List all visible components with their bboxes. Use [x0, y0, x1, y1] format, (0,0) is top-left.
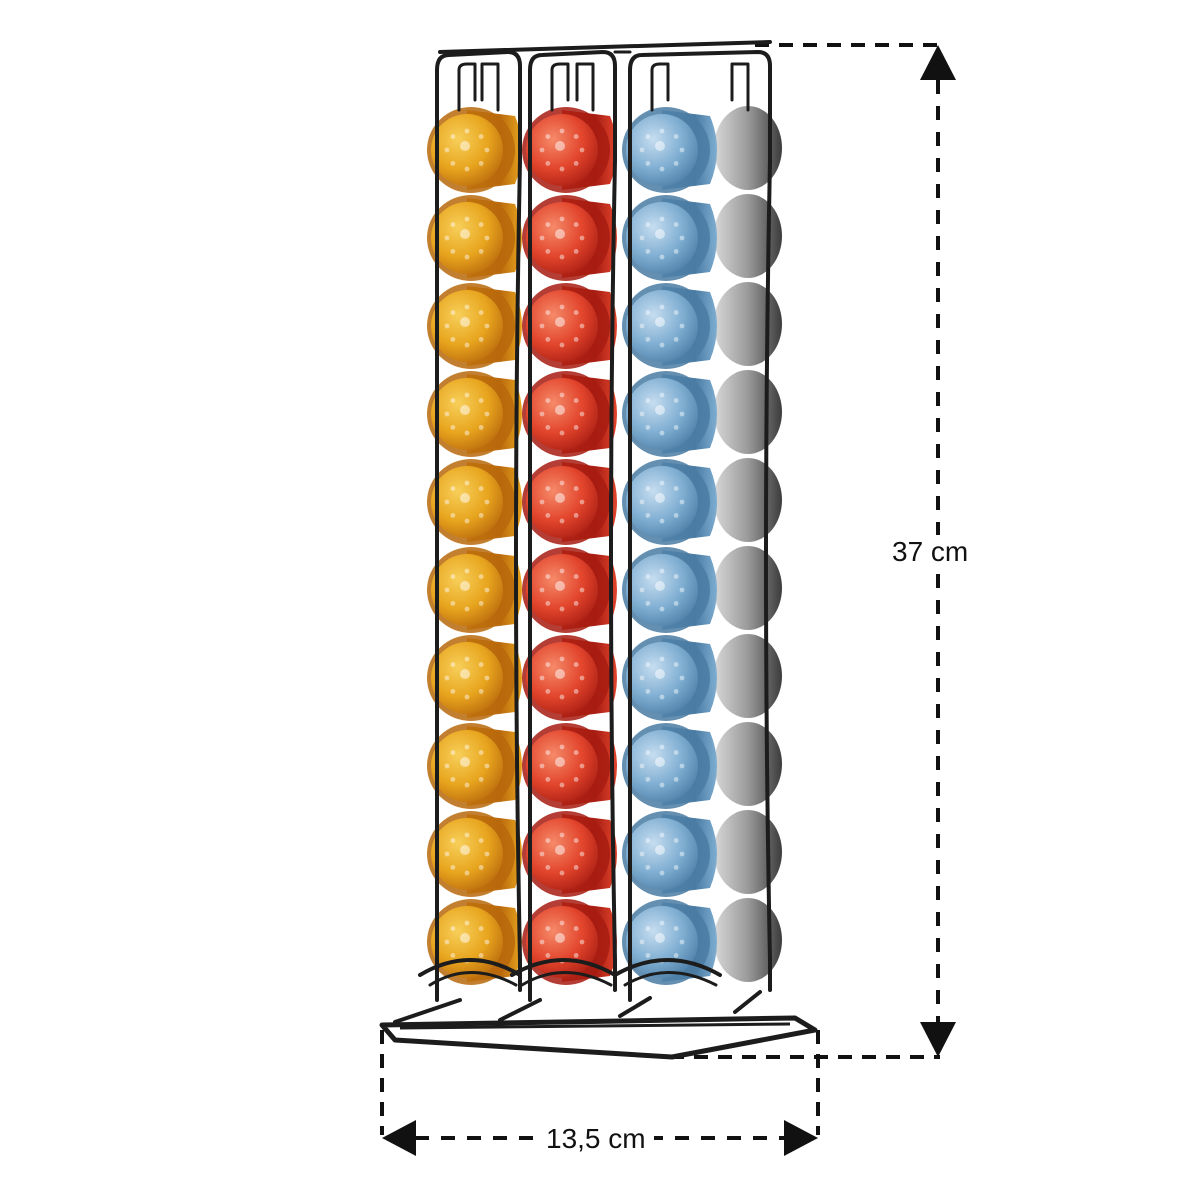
back-capsule — [714, 898, 782, 982]
capsule — [522, 635, 617, 721]
back-capsule — [714, 106, 782, 190]
capsule — [427, 547, 522, 633]
back-capsule — [714, 458, 782, 542]
capsule — [622, 547, 717, 633]
capsule — [522, 459, 617, 545]
capsule — [522, 107, 617, 193]
capsule — [522, 547, 617, 633]
frame-wire — [480, 62, 500, 112]
arrow-left-icon — [382, 1120, 416, 1156]
frame-wire — [618, 996, 652, 1018]
rack-base — [379, 1015, 818, 1060]
frame-wire — [498, 998, 542, 1022]
arrow-right-icon — [784, 1120, 818, 1156]
capsule — [427, 107, 522, 193]
back-capsule-column — [714, 106, 782, 982]
back-capsule — [714, 810, 782, 894]
capsule — [622, 811, 717, 897]
frame-wire — [457, 62, 477, 112]
back-capsule — [714, 634, 782, 718]
back-capsule — [714, 546, 782, 630]
frame-wire — [528, 50, 617, 1002]
frame-wire — [510, 958, 617, 977]
frame-wire — [733, 990, 762, 1014]
frame-wire — [623, 971, 718, 987]
capsule-column — [622, 107, 717, 985]
capsule — [622, 459, 717, 545]
rack-frame — [393, 40, 772, 1024]
back-capsule — [714, 722, 782, 806]
frame-wire — [613, 958, 722, 977]
height-label: 37 cm — [884, 535, 977, 569]
capsule — [427, 723, 522, 809]
frame-wire — [428, 971, 518, 987]
capsule — [522, 811, 617, 897]
capsule — [522, 195, 617, 281]
frame-wire — [418, 958, 522, 977]
back-capsule — [714, 370, 782, 454]
frame-wire — [650, 62, 670, 112]
capsule — [522, 723, 617, 809]
frame-wire — [730, 62, 750, 112]
arrow-down-icon — [920, 1022, 956, 1057]
capsule-column — [427, 107, 522, 985]
capsule — [522, 283, 617, 369]
frame-wire — [575, 62, 595, 112]
base-frame — [379, 1015, 818, 1060]
capsule — [427, 371, 522, 457]
frame-wire — [550, 62, 570, 112]
capsule — [622, 635, 717, 721]
capsule — [622, 195, 717, 281]
frame-wire — [628, 50, 772, 1002]
capsule — [427, 283, 522, 369]
arrow-up-icon — [920, 45, 956, 80]
capsule — [622, 723, 717, 809]
base-inner-frame — [399, 1022, 791, 1030]
capsule — [427, 811, 522, 897]
capsule — [622, 371, 717, 457]
capsule-column — [522, 107, 617, 985]
capsule — [427, 195, 522, 281]
frame-wire — [438, 40, 772, 54]
frame-wire — [435, 50, 522, 1002]
capsule — [622, 283, 717, 369]
capsule — [427, 459, 522, 545]
capsule — [522, 371, 617, 457]
frame-wire — [393, 998, 462, 1024]
capsule — [622, 107, 717, 193]
back-capsule — [714, 282, 782, 366]
back-capsule — [714, 194, 782, 278]
width-label: 13,5 cm — [538, 1122, 654, 1156]
capsule-columns — [427, 107, 717, 985]
capsule — [427, 635, 522, 721]
frame-wire — [520, 971, 613, 987]
